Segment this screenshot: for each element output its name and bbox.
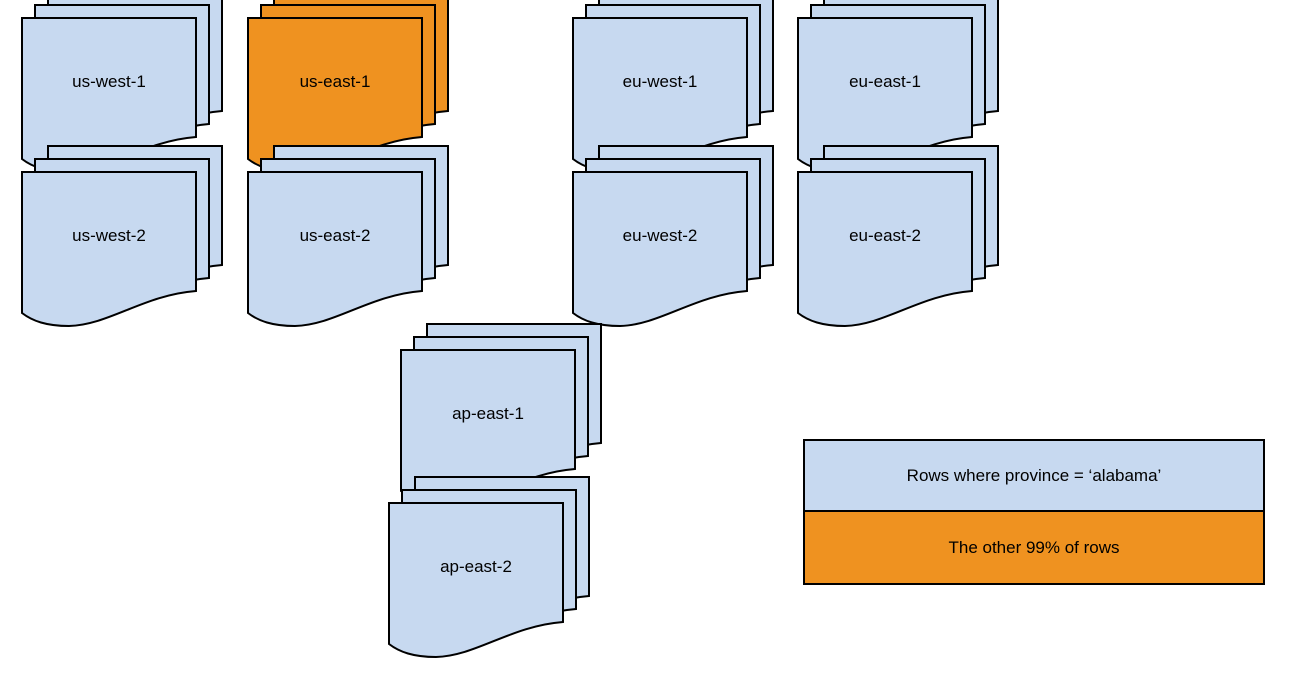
doc-stack-label: ap-east-1 (452, 404, 524, 423)
doc-sheet (21, 171, 197, 328)
doc-stack-eu-west-1[interactable]: eu-west-1 (571, 0, 779, 179)
doc-sheet (797, 171, 973, 328)
doc-stack-label: eu-west-2 (623, 226, 698, 245)
doc-stack-eu-west-2[interactable]: eu-west-2 (571, 144, 779, 333)
doc-stack-label: us-west-2 (72, 226, 146, 245)
doc-stack-eu-east-2[interactable]: eu-east-2 (796, 144, 1004, 333)
doc-stack-us-east-2[interactable]: us-east-2 (246, 144, 454, 333)
doc-stack-label: eu-west-1 (623, 72, 698, 91)
doc-stack-label: eu-east-2 (849, 226, 921, 245)
doc-stack-us-east-1[interactable]: us-east-1 (246, 0, 454, 179)
doc-stack-label: ap-east-2 (440, 557, 512, 576)
doc-sheet (572, 171, 748, 328)
legend-row-alabama: Rows where province = ‘alabama’ (805, 441, 1263, 512)
doc-stack-label: eu-east-1 (849, 72, 921, 91)
doc-stack-ap-east-2[interactable]: ap-east-2 (387, 475, 595, 664)
legend: Rows where province = ‘alabama’ The othe… (803, 439, 1265, 585)
doc-stack-us-west-2[interactable]: us-west-2 (20, 144, 228, 333)
doc-sheet (388, 502, 564, 659)
doc-stack-us-west-1[interactable]: us-west-1 (20, 0, 228, 179)
doc-stack-label: us-east-2 (300, 226, 371, 245)
doc-stack-ap-east-1[interactable]: ap-east-1 (399, 322, 607, 511)
doc-stack-eu-east-1[interactable]: eu-east-1 (796, 0, 1004, 179)
doc-sheet (247, 171, 423, 328)
doc-stack-label: us-west-1 (72, 72, 146, 91)
legend-label-other: The other 99% of rows (948, 537, 1120, 557)
legend-label-alabama: Rows where province = ‘alabama’ (906, 465, 1162, 485)
doc-stack-label: us-east-1 (300, 72, 371, 91)
legend-row-other: The other 99% of rows (805, 512, 1263, 583)
